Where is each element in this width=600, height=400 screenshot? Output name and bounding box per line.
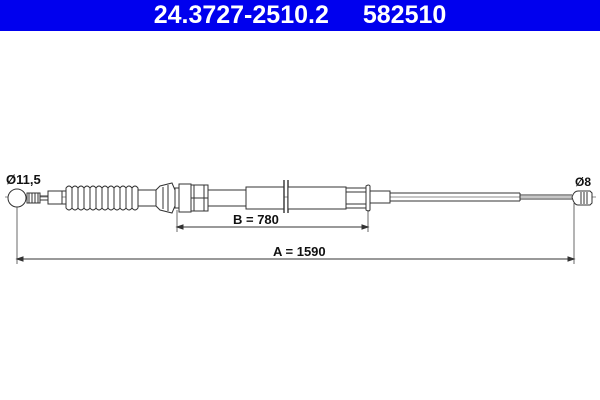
dimension-b-label: B = 780 xyxy=(233,212,279,227)
cable-sheath xyxy=(207,180,572,213)
reference-number: 582510 xyxy=(362,1,447,29)
dimension-b-line xyxy=(175,224,370,230)
barrel-nipple-right xyxy=(571,190,593,206)
clip-fitting xyxy=(155,182,209,214)
part-number: 24.3727-2510.2 xyxy=(153,1,329,29)
dimension-a-line xyxy=(15,256,576,262)
rubber-bellows xyxy=(62,185,157,211)
title-banner: 24.3727-2510.2 582510 xyxy=(0,0,600,31)
left-diameter-label: Ø11,5 xyxy=(6,172,41,187)
ball-nipple-left xyxy=(7,188,63,208)
right-diameter-label: Ø8 xyxy=(575,175,591,189)
dimension-a-label: A = 1590 xyxy=(273,244,326,259)
